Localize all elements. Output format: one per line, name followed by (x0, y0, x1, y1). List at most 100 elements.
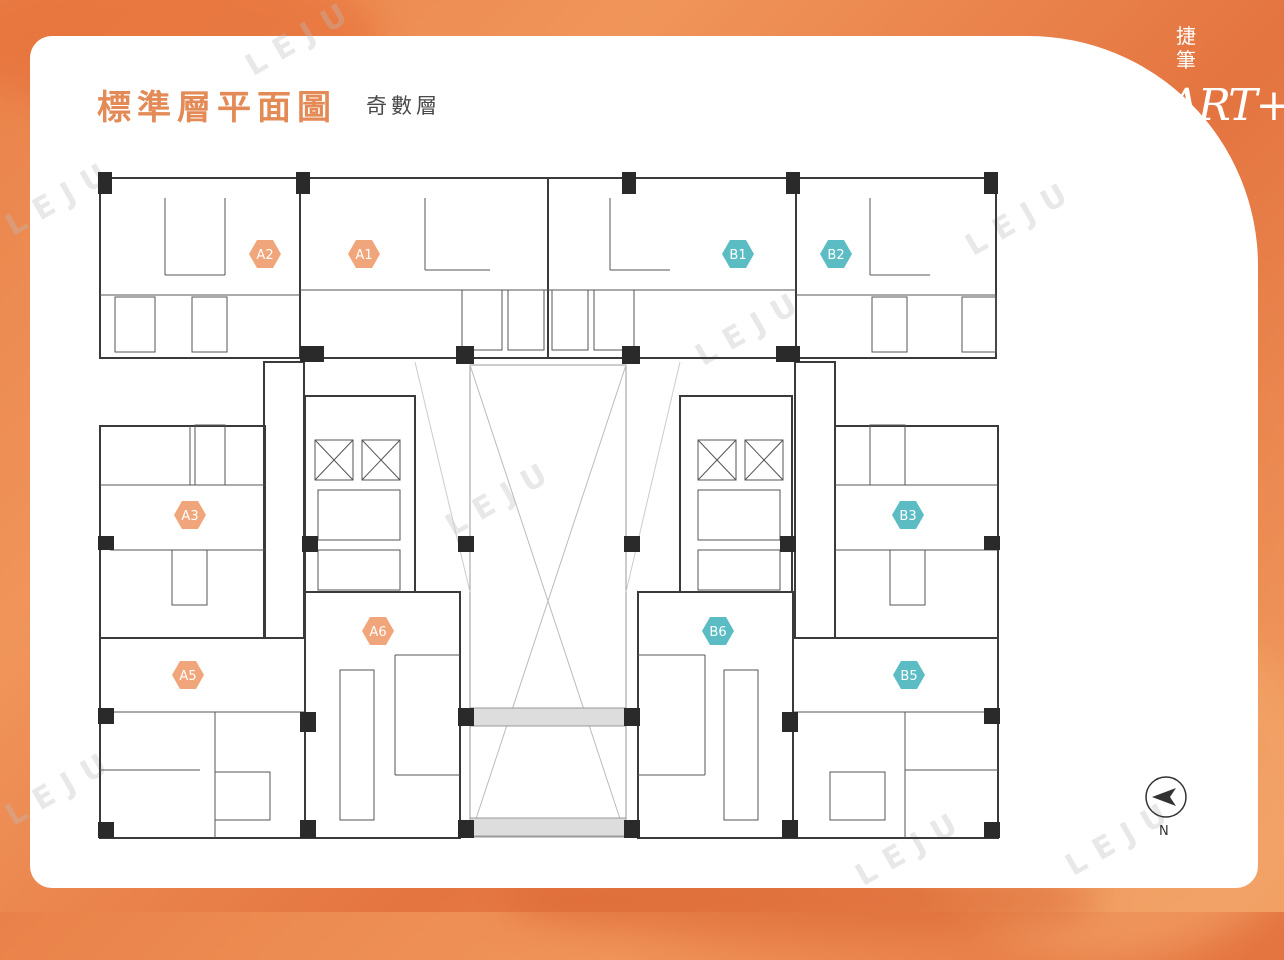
brand-logo: 捷筆 ART+ ALIVE REST TREASURE (1140, 14, 1284, 194)
unit-id: A5 (179, 669, 196, 684)
unit-hexagon-icon (174, 501, 206, 529)
staircase (317, 549, 401, 591)
elevator-shaft (744, 439, 784, 481)
unit-label-B6: B6 (702, 617, 734, 645)
wall-unit-a1 (299, 177, 549, 359)
column (622, 346, 640, 364)
column (456, 346, 474, 364)
wall-unit-b5 (792, 637, 999, 839)
unit-hexagon-icon (702, 617, 734, 645)
bathroom (114, 296, 156, 353)
logo-tagline-2: REST (1170, 160, 1203, 171)
elevator-shaft (361, 439, 401, 481)
unit-hexagon-icon (249, 240, 281, 268)
unit-label-B2: B2 (820, 240, 852, 268)
column (776, 346, 800, 362)
column (984, 708, 1000, 724)
column (458, 820, 474, 838)
staircase (317, 489, 401, 541)
column (98, 172, 112, 194)
floor-plan-drawing: A2 A1 B1 B2 A3 B3 A6 B6 (98, 172, 1187, 839)
column (624, 536, 640, 552)
column (458, 708, 474, 726)
column (782, 712, 798, 732)
column (622, 172, 636, 194)
column (300, 346, 324, 362)
staircase (697, 489, 781, 541)
unit-id: B5 (900, 669, 917, 684)
unit-labels: A2 A1 B1 B2 A3 B3 A6 B6 (172, 240, 925, 689)
column (624, 708, 640, 726)
unit-id: B1 (729, 248, 746, 263)
unit-hexagon-icon (722, 240, 754, 268)
unit-id: B3 (899, 509, 916, 524)
bathroom (171, 549, 208, 606)
elevator-shaft (697, 439, 737, 481)
unit-label-A1: A1 (348, 240, 380, 268)
wall-core-left (304, 395, 416, 593)
bridge (469, 817, 627, 837)
page-title: 標準層平面圖 (97, 88, 337, 128)
bathroom (889, 549, 926, 606)
unit-hexagon-icon (362, 617, 394, 645)
unit-label-A5: A5 (172, 661, 204, 689)
unit-label-A6: A6 (362, 617, 394, 645)
unit-label-A3: A3 (174, 501, 206, 529)
unit-label-B1: B1 (722, 240, 754, 268)
elevator-shaft (314, 439, 354, 481)
bathroom (869, 424, 906, 486)
bathroom (871, 296, 908, 353)
bathroom (507, 289, 545, 351)
column (300, 820, 316, 838)
wall-unit-b2 (795, 177, 997, 359)
logo-chinese-text: 捷筆 (1176, 24, 1196, 72)
bathroom (551, 289, 589, 351)
logo-tagline-1: ALIVE (1170, 142, 1208, 153)
unit-hexagon-icon (892, 501, 924, 529)
unit-label-B3: B3 (892, 501, 924, 529)
north-arrow-icon (1145, 776, 1187, 818)
unit-hexagon-icon (172, 661, 204, 689)
unit-hexagon-icon (820, 240, 852, 268)
logo-wordmark: ART+ (1168, 80, 1284, 131)
column (98, 708, 114, 724)
wall-unit-a5 (99, 637, 306, 839)
unit-id: B2 (827, 248, 844, 263)
unit-hexagon-icon (348, 240, 380, 268)
unit-id: A3 (181, 509, 198, 524)
column (984, 822, 1000, 838)
bridge (469, 707, 627, 727)
wall-unit-b3 (834, 425, 999, 639)
unit-label-A2: A2 (249, 240, 281, 268)
wall-corridor-left (263, 361, 305, 639)
bathroom (214, 771, 271, 821)
column (98, 536, 114, 550)
bathroom (191, 296, 228, 353)
column (782, 820, 798, 838)
page-subtitle: 奇數層 (366, 94, 441, 118)
logo-tagline-3: TREASURE (1170, 178, 1237, 189)
column (984, 172, 998, 194)
unit-hexagon-icon (893, 661, 925, 689)
column (984, 536, 1000, 550)
wall-unit-b1 (547, 177, 797, 359)
column (98, 822, 114, 838)
unit-id: A2 (256, 248, 273, 263)
wall-unit-a3 (99, 425, 266, 639)
bathroom (961, 296, 997, 353)
column (780, 536, 796, 552)
bathroom (194, 424, 226, 486)
bathroom (339, 669, 375, 821)
staircase (697, 549, 781, 591)
column (296, 172, 310, 194)
wall-core-right (679, 395, 793, 593)
column (300, 712, 316, 732)
north-label: N (1159, 824, 1169, 839)
unit-id: A6 (369, 625, 386, 640)
column (458, 536, 474, 552)
unit-id: A1 (355, 248, 372, 263)
bathroom (461, 289, 503, 351)
wall-corridor-right (794, 361, 836, 639)
bathroom (723, 669, 759, 821)
column (786, 172, 800, 194)
